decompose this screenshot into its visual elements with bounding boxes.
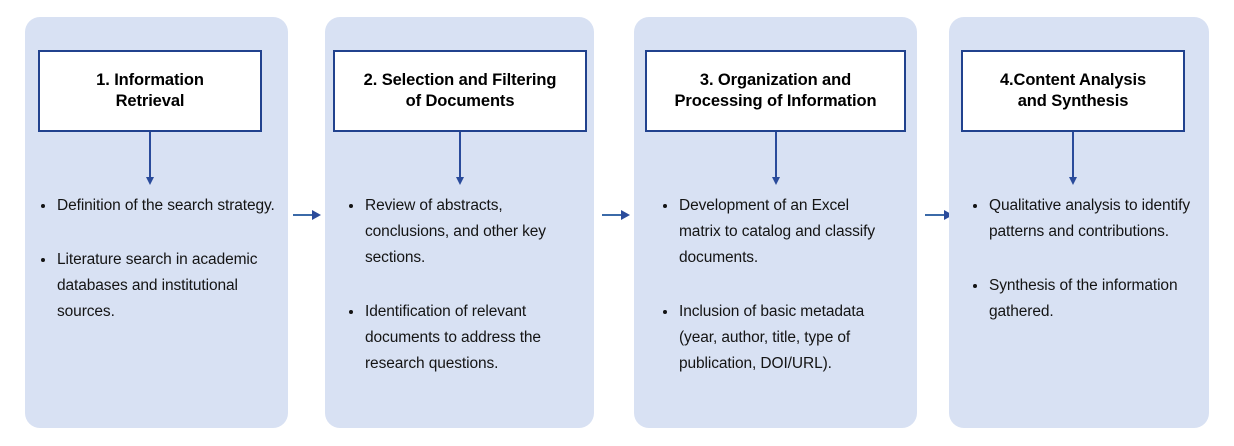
list-item: Qualitative analysis to identify pattern…: [971, 193, 1193, 245]
stage-4-title-box: 4.Content Analysis and Synthesis: [961, 50, 1185, 132]
stage-panel-2: 2. Selection and Filtering of Documents …: [325, 17, 594, 428]
stage-1-title: 1. Information Retrieval: [96, 70, 204, 112]
list-item: Literature search in academic databases …: [39, 247, 275, 325]
list-item: Identification of relevant documents to …: [347, 299, 573, 377]
stage-4-title-line-2: and Synthesis: [1017, 92, 1129, 110]
list-item: Review of abstracts, conclusions, and ot…: [347, 193, 573, 271]
stage-4-title: 4.Content Analysis and Synthesis: [1000, 70, 1146, 112]
stage-3-title-line-2: Processing of Information: [674, 92, 877, 110]
stage-2-title-line-1: 2. Selection and Filtering: [363, 70, 557, 89]
stage-panel-1: 1. Information Retrieval Definition of t…: [25, 17, 288, 428]
list-item: Inclusion of basic metadata (year, autho…: [661, 299, 893, 377]
stage-4-down-arrow-icon: [1069, 132, 1077, 185]
stage-1-bullet-list: Definition of the search strategy. Liter…: [39, 193, 275, 325]
stage-2-down-arrow-icon: [456, 132, 464, 185]
stage-2-title-box: 2. Selection and Filtering of Documents: [333, 50, 587, 132]
stage-3-title-line-1: 3. Organization and: [699, 70, 852, 89]
stage-panel-4: 4.Content Analysis and Synthesis Qualita…: [949, 17, 1209, 428]
stage-3-down-arrow-icon: [772, 132, 780, 185]
stage-panel-3: 3. Organization and Processing of Inform…: [634, 17, 917, 428]
list-item: Synthesis of the information gathered.: [971, 273, 1193, 325]
stage-3-bullet-list: Development of an Excel matrix to catalo…: [661, 193, 893, 377]
stage-4-bullet-list: Qualitative analysis to identify pattern…: [971, 193, 1193, 325]
stage-3-title-box: 3. Organization and Processing of Inform…: [645, 50, 906, 132]
stage-2-title: 2. Selection and Filtering of Documents: [364, 70, 557, 112]
stage-3-title: 3. Organization and Processing of Inform…: [675, 70, 877, 112]
stage-1-down-arrow-icon: [146, 132, 154, 185]
list-item: Definition of the search strategy.: [39, 193, 275, 219]
list-item: Development of an Excel matrix to catalo…: [661, 193, 893, 271]
stage-2-title-line-2: of Documents: [405, 92, 515, 110]
stage-1-title-box: 1. Information Retrieval: [38, 50, 262, 132]
connector-3-4-arrow-right-icon: [925, 210, 953, 220]
stage-1-title-line-2: Retrieval: [115, 92, 185, 110]
stage-1-title-line-1: 1. Information: [96, 70, 204, 89]
stage-4-title-line-1: 4.Content Analysis: [999, 70, 1147, 89]
connector-2-3-arrow-right-icon: [602, 210, 630, 220]
connector-1-2-arrow-right-icon: [293, 210, 321, 220]
stage-2-bullet-list: Review of abstracts, conclusions, and ot…: [347, 193, 573, 377]
